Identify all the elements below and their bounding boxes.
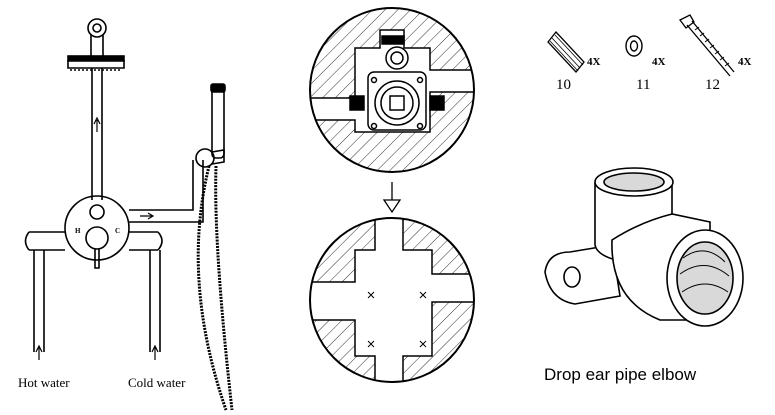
rain-shower-head-icon: [67, 55, 125, 71]
washer-icon: [625, 35, 643, 57]
mixer-cold-mark: C: [115, 227, 120, 235]
hot-supply-pipe: [33, 250, 45, 352]
mixer-valve-icon: [64, 195, 130, 261]
ceiling-mount-icon: [87, 18, 107, 38]
part-11-number: 11: [636, 77, 650, 93]
shower-system-illustration: [24, 18, 234, 411]
wall-recess-cross-section: [309, 217, 475, 383]
drop-ear-pipe-elbow-icon: [544, 167, 744, 327]
valve-body-icon: [349, 35, 445, 131]
part-11: 4X 11: [625, 35, 666, 93]
screw-icon: [679, 14, 735, 77]
elbow-caption: Drop ear pipe elbow: [544, 365, 697, 384]
part-12-number: 12: [705, 77, 720, 93]
handheld-shower-icon: [210, 83, 226, 159]
down-arrow-icon: [382, 182, 402, 214]
part-10-quantity: 4X: [587, 56, 601, 68]
hot-water-label: Hot water: [18, 375, 70, 390]
riser-pipe: [91, 68, 103, 200]
valve-in-wall-cross-section: [309, 7, 475, 173]
part-10: 4X 10: [547, 31, 601, 93]
part-12-quantity: 4X: [738, 56, 752, 68]
mixer-hot-mark: H: [75, 227, 81, 235]
cold-supply-pipe: [149, 250, 161, 352]
part-12: 4X 12: [679, 14, 752, 93]
cold-water-label: Cold water: [128, 375, 186, 390]
part-11-quantity: 4X: [652, 56, 666, 68]
wall-plug-anchor-icon: [547, 31, 585, 73]
drill-point-marks: [367, 291, 427, 348]
shower-hose: [196, 165, 234, 411]
part-10-number: 10: [556, 77, 571, 93]
